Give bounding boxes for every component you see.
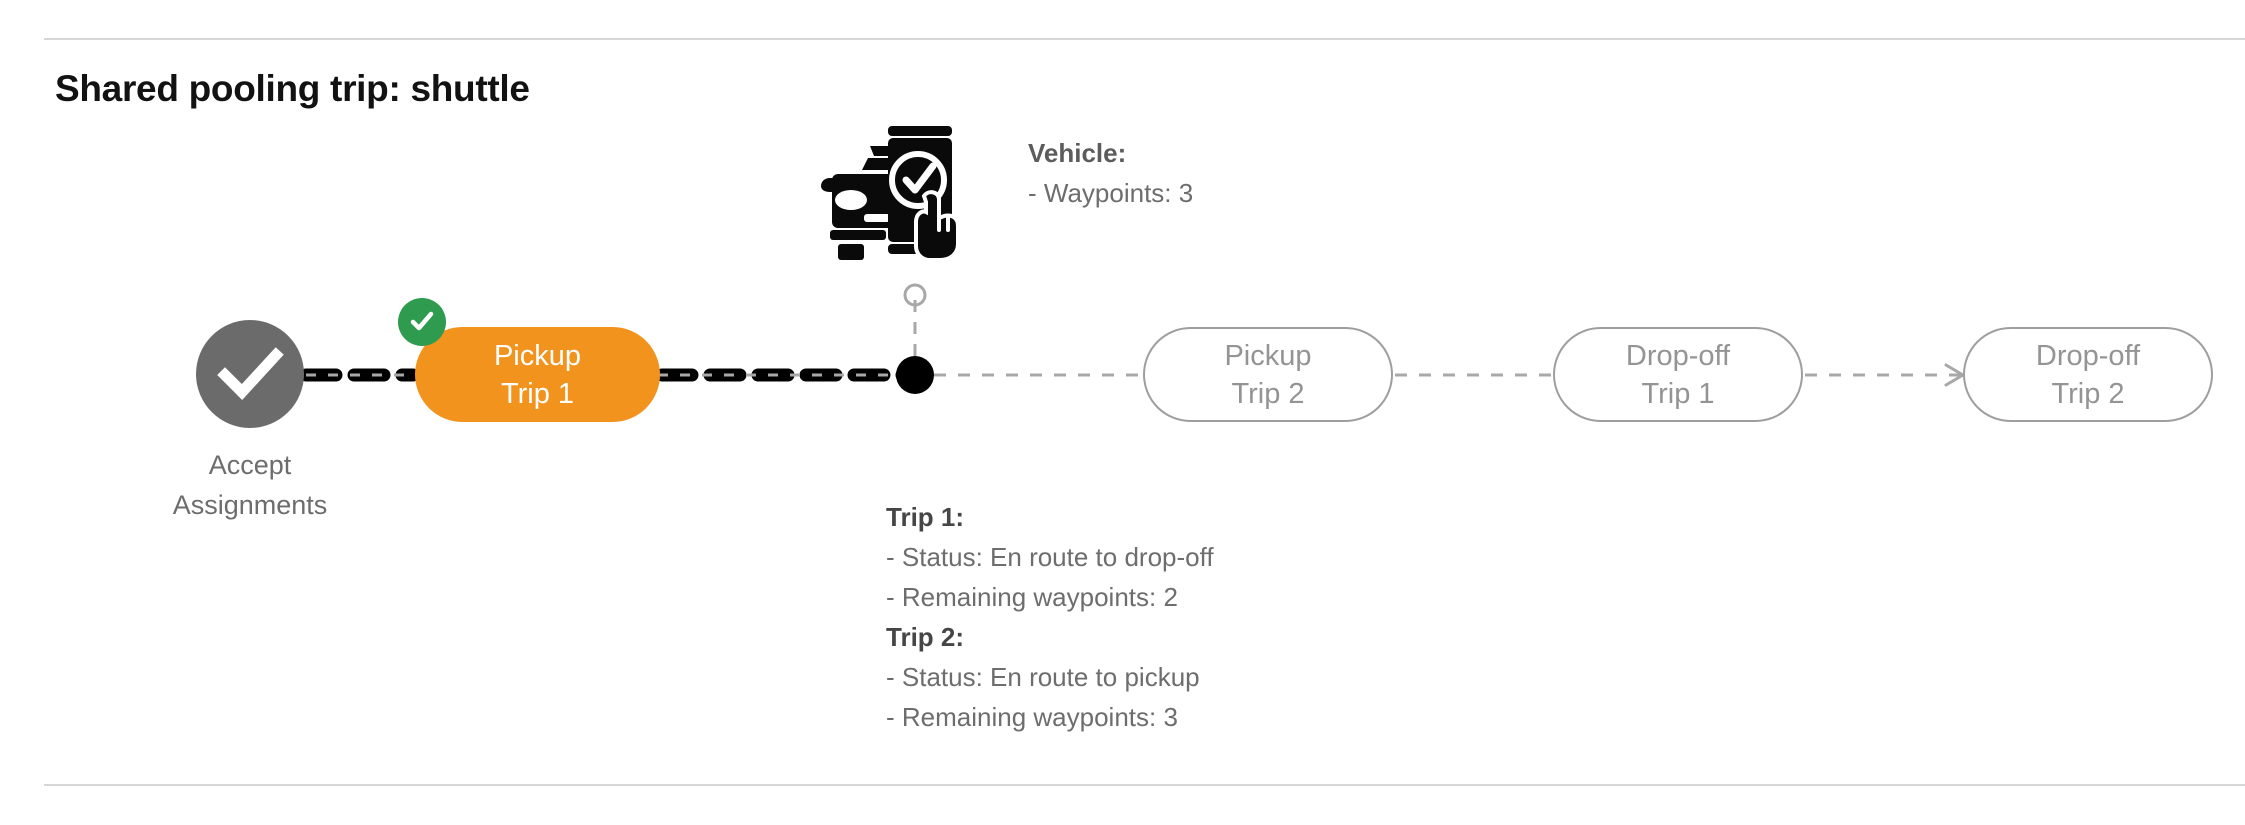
node-pickup-trip-1-line1: Pickup <box>493 339 582 372</box>
vehicle-callout-heading: Vehicle: <box>1028 133 1193 173</box>
divider-top <box>44 38 2245 40</box>
check-badge-icon <box>398 298 446 346</box>
node-dropoff-trip-2[interactable]: Drop-off Trip 2 <box>1963 327 2213 422</box>
node-pickup-trip-2-line2: Trip 2 <box>1231 377 1305 410</box>
current-marker-dot <box>896 356 934 394</box>
trip-1-heading-suffix: : <box>955 502 965 532</box>
trip-2-block: Trip 2: - Status: En route to pickup - R… <box>886 617 1214 737</box>
page-title: Shared pooling trip: shuttle <box>55 68 530 109</box>
vehicle-callout: Vehicle: - Waypoints: 3 <box>1028 133 1193 213</box>
current-marker-ring-icon <box>903 283 927 307</box>
trip-2-waypoints-row: - Remaining waypoints: 3 <box>886 702 1178 732</box>
vehicle-callout-row: - Waypoints: 3 <box>1028 178 1194 208</box>
trip-1-heading-text: Trip 1 <box>886 502 956 532</box>
arrow-head-icon <box>1944 363 1965 387</box>
trip-2-status-row: - Status: En route to pickup <box>886 662 1200 692</box>
node-dropoff-trip-2-line1: Drop-off <box>2035 339 2141 372</box>
divider-bottom <box>44 784 2245 786</box>
trip-1-heading: Trip 1: <box>886 497 1214 537</box>
trips-callout: Trip 1: - Status: En route to drop-off -… <box>886 497 1214 737</box>
trip-1-block: Trip 1: - Status: En route to drop-off -… <box>886 497 1214 617</box>
trip-2-heading: Trip 2: <box>886 617 1214 657</box>
accept-label-line1: Accept <box>208 450 292 480</box>
node-accept-assignments-label: Accept Assignments <box>120 445 380 525</box>
node-pickup-trip-1-line2: Trip 1 <box>500 377 575 410</box>
node-accept-assignments[interactable] <box>196 320 304 428</box>
trip-2-heading-text: Trip 2 <box>886 622 956 652</box>
trip-2-heading-suffix: : <box>955 622 965 652</box>
vehicle-app-check-icon <box>818 118 978 263</box>
trip-1-waypoints-row: - Remaining waypoints: 2 <box>886 582 1178 612</box>
check-circle-icon <box>217 347 284 400</box>
node-pickup-trip-2[interactable]: Pickup Trip 2 <box>1143 327 1393 422</box>
node-dropoff-trip-1-line2: Trip 1 <box>1641 377 1715 410</box>
vehicle-callout-heading-suffix: : <box>1117 138 1127 168</box>
node-dropoff-trip-2-line2: Trip 2 <box>2051 377 2125 410</box>
node-pickup-trip-1[interactable]: Pickup Trip 1 <box>415 327 660 422</box>
node-pickup-trip-2-line1: Pickup <box>1224 339 1312 372</box>
trip-1-status-row: - Status: En route to drop-off <box>886 542 1214 572</box>
accept-label-line2: Assignments <box>172 490 328 520</box>
check-icon <box>410 311 434 331</box>
node-dropoff-trip-1-line1: Drop-off <box>1625 339 1731 372</box>
vehicle-callout-heading-text: Vehicle <box>1028 138 1118 168</box>
node-dropoff-trip-1[interactable]: Drop-off Trip 1 <box>1553 327 1803 422</box>
